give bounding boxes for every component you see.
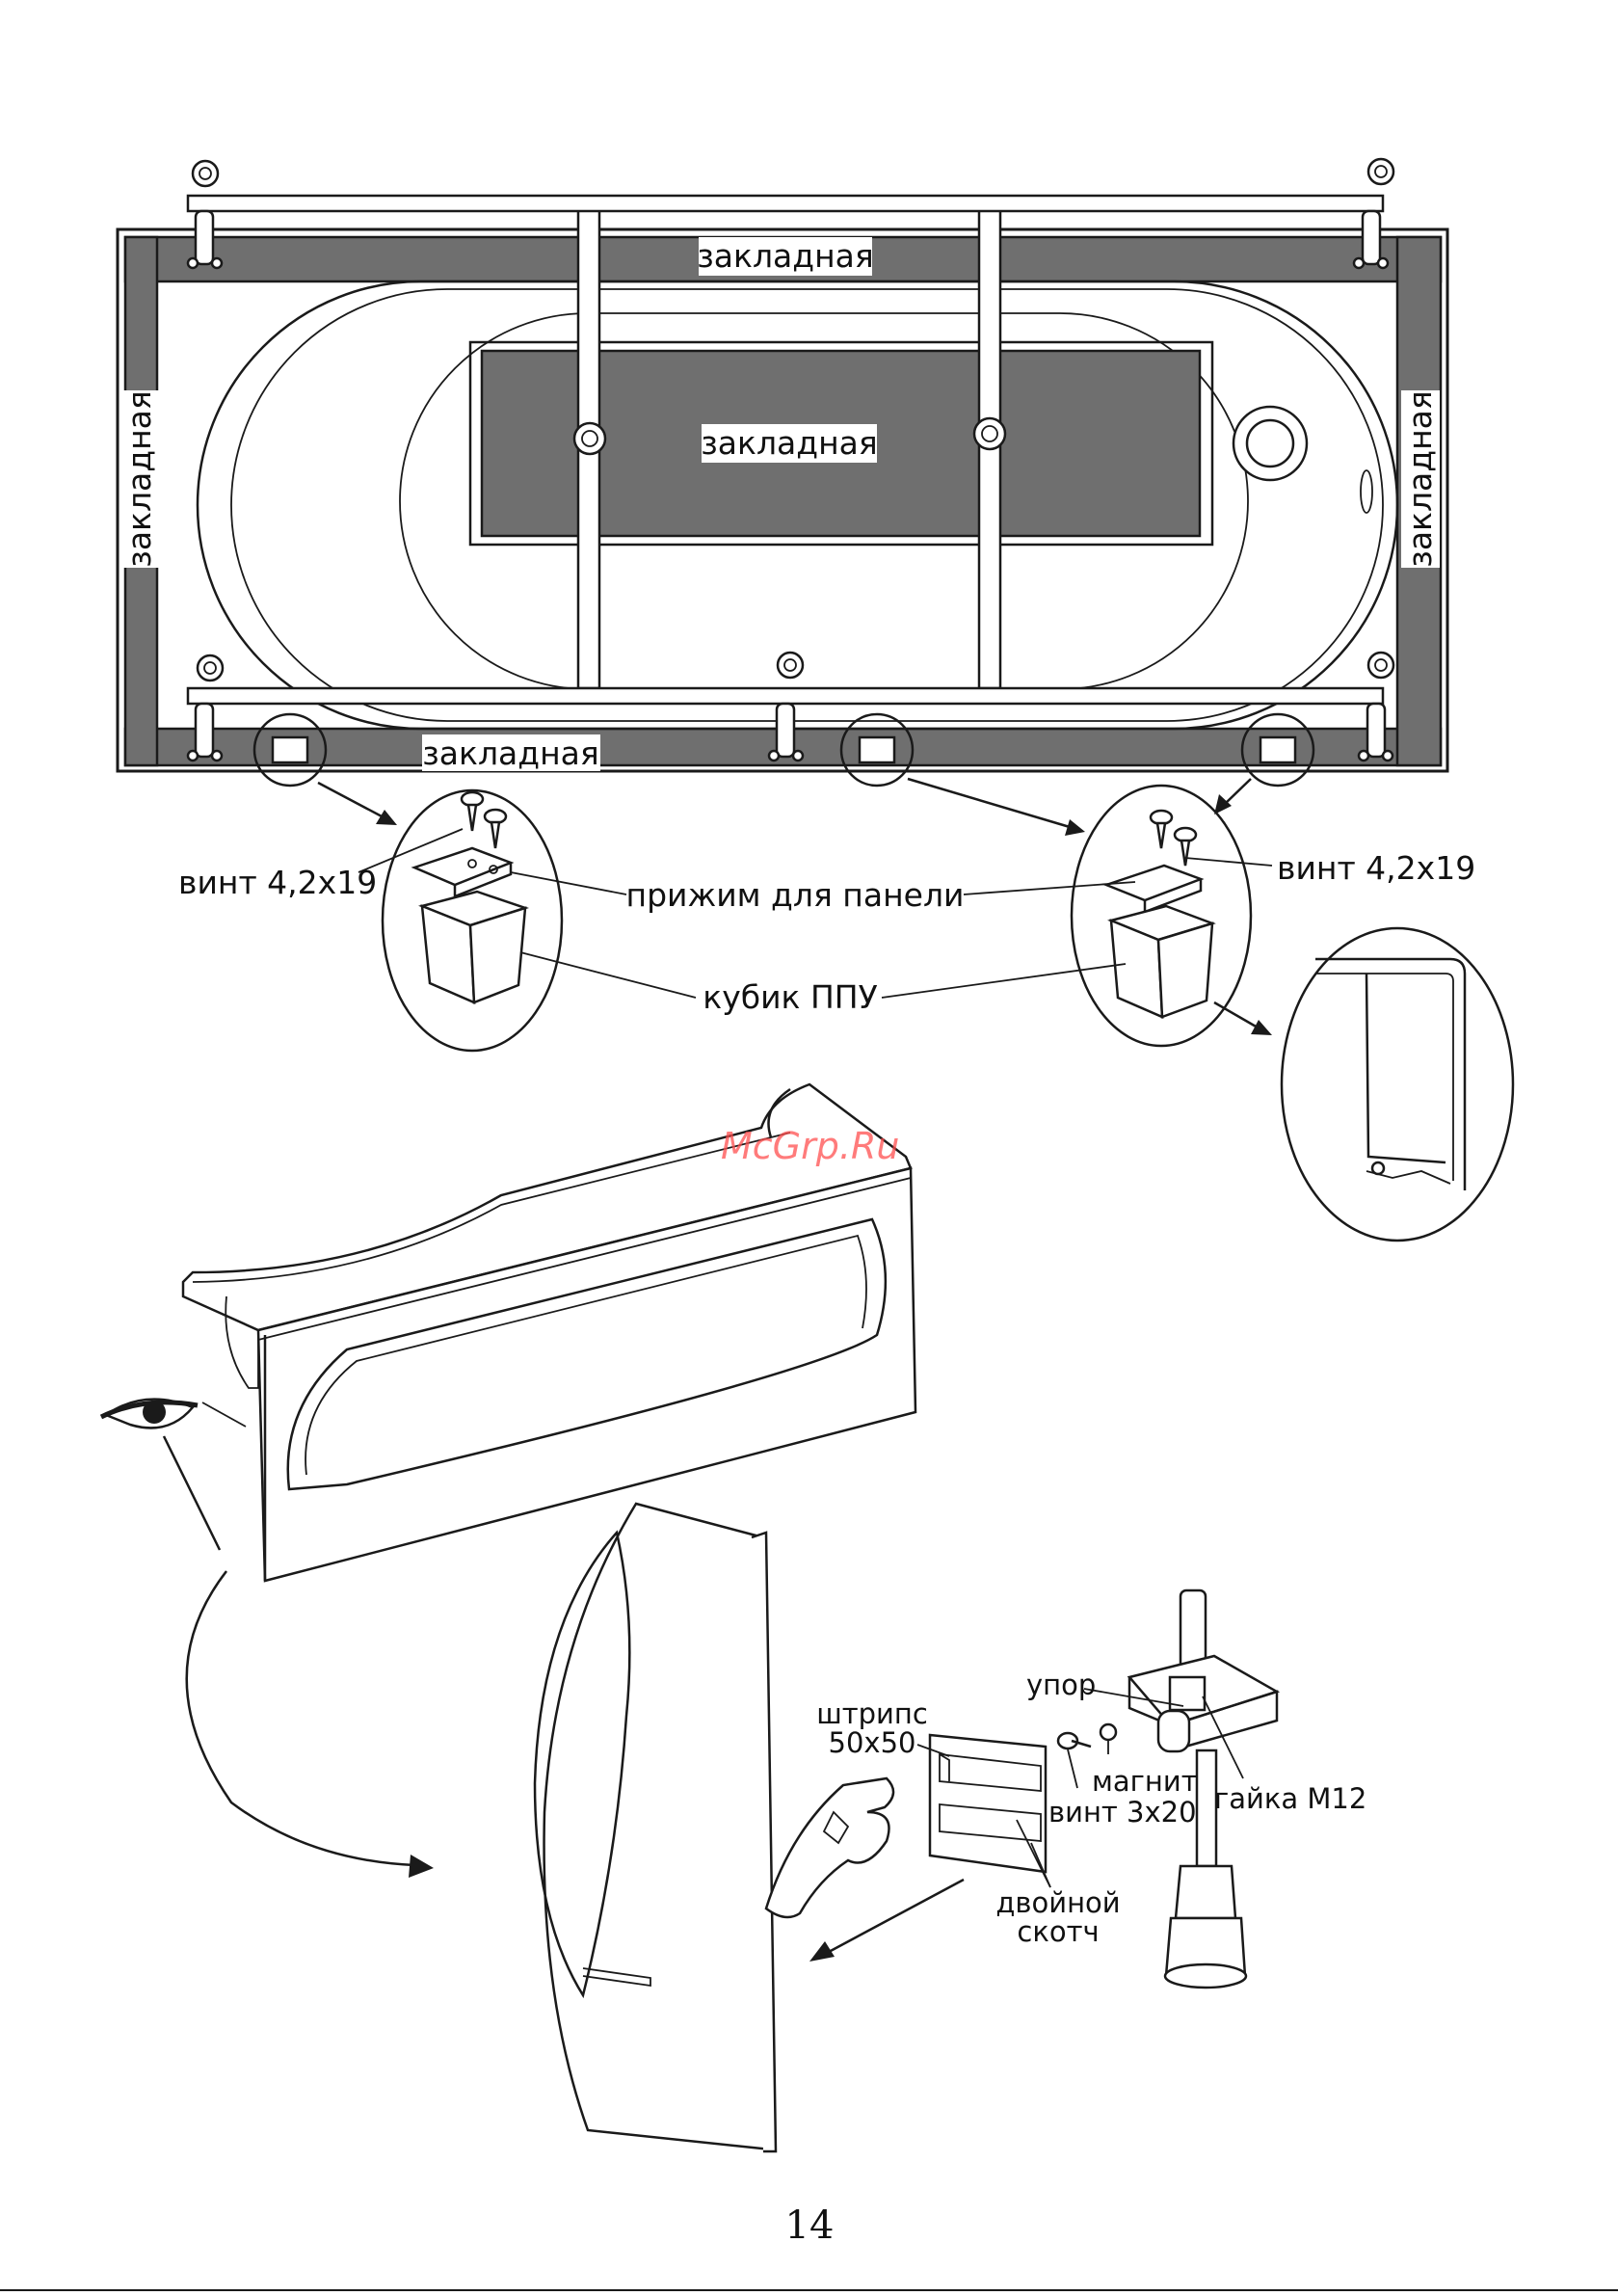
panel-clamp-label: прижим для панели <box>626 876 965 914</box>
magnet-label: магнит <box>1092 1765 1198 1798</box>
strips-label-line1: штрипс <box>816 1697 928 1730</box>
detail-ellipse-profile <box>1282 928 1513 1241</box>
insert-bottom-label: закладная <box>422 734 598 772</box>
insert-center-label: закладная <box>701 424 877 462</box>
screw-3x20-label: винт 3x20 <box>1048 1796 1197 1829</box>
screw-icon <box>462 792 483 831</box>
ppu-cube-icon <box>422 892 525 1002</box>
curved-arrow-head <box>409 1855 434 1878</box>
rail-top <box>188 196 1383 211</box>
strips-arrow <box>829 1880 964 1952</box>
clamp-marker-right <box>1260 737 1295 762</box>
insert-right-label: закладная <box>1401 390 1439 567</box>
eye-icon <box>101 1400 198 1428</box>
leg-center-left <box>574 423 605 454</box>
front-panel-face <box>544 1504 771 2149</box>
screw-icon <box>1175 828 1196 866</box>
screw-3x20-icon <box>1058 1733 1091 1749</box>
insert-top-label: закладная <box>697 237 873 275</box>
curved-arrow <box>187 1571 414 1865</box>
profile-arrow <box>1214 1002 1258 1028</box>
nut-m12-label: гайка М12 <box>1214 1782 1366 1815</box>
strips-arrow-head <box>809 1941 835 1962</box>
view-direction-line <box>164 1436 220 1550</box>
screw-icon <box>485 810 506 848</box>
view-direction-line-2 <box>202 1402 246 1427</box>
watermark: McGrp.Ru <box>721 1125 899 1167</box>
leg-center-right <box>974 418 1005 449</box>
ppu-cube-label: кубик ППУ <box>703 978 877 1016</box>
strips-label-line2: 50x50 <box>829 1726 916 1759</box>
drain-icon <box>1233 407 1307 480</box>
detail-circle-profile <box>1282 928 1513 1241</box>
clamp-marker-left <box>273 737 307 762</box>
bathtub-top-view: закладная закладная закладная закладная … <box>118 159 1447 786</box>
screw-label-right: винт 4,2x19 <box>1277 849 1475 887</box>
detail-circle-left <box>383 790 562 1051</box>
double-tape-label-line2: скотч <box>1017 1915 1099 1948</box>
front-panel <box>535 1504 776 2151</box>
double-tape-label-line1: двойной <box>995 1886 1120 1919</box>
screw-icon <box>1151 811 1172 848</box>
magnet-icon <box>1101 1724 1116 1740</box>
rail-bottom <box>188 688 1383 704</box>
ppu-cube-icon <box>1111 906 1212 1017</box>
hand-icon <box>766 1778 893 1917</box>
insert-left-label: закладная <box>120 390 158 567</box>
profile-arrow-head <box>1251 1020 1272 1035</box>
screw-label-left: винт 4,2x19 <box>178 864 377 901</box>
stop-label: упор <box>1026 1669 1096 1701</box>
page-number: 14 <box>785 2203 835 2248</box>
clamp-marker-center <box>860 737 894 762</box>
